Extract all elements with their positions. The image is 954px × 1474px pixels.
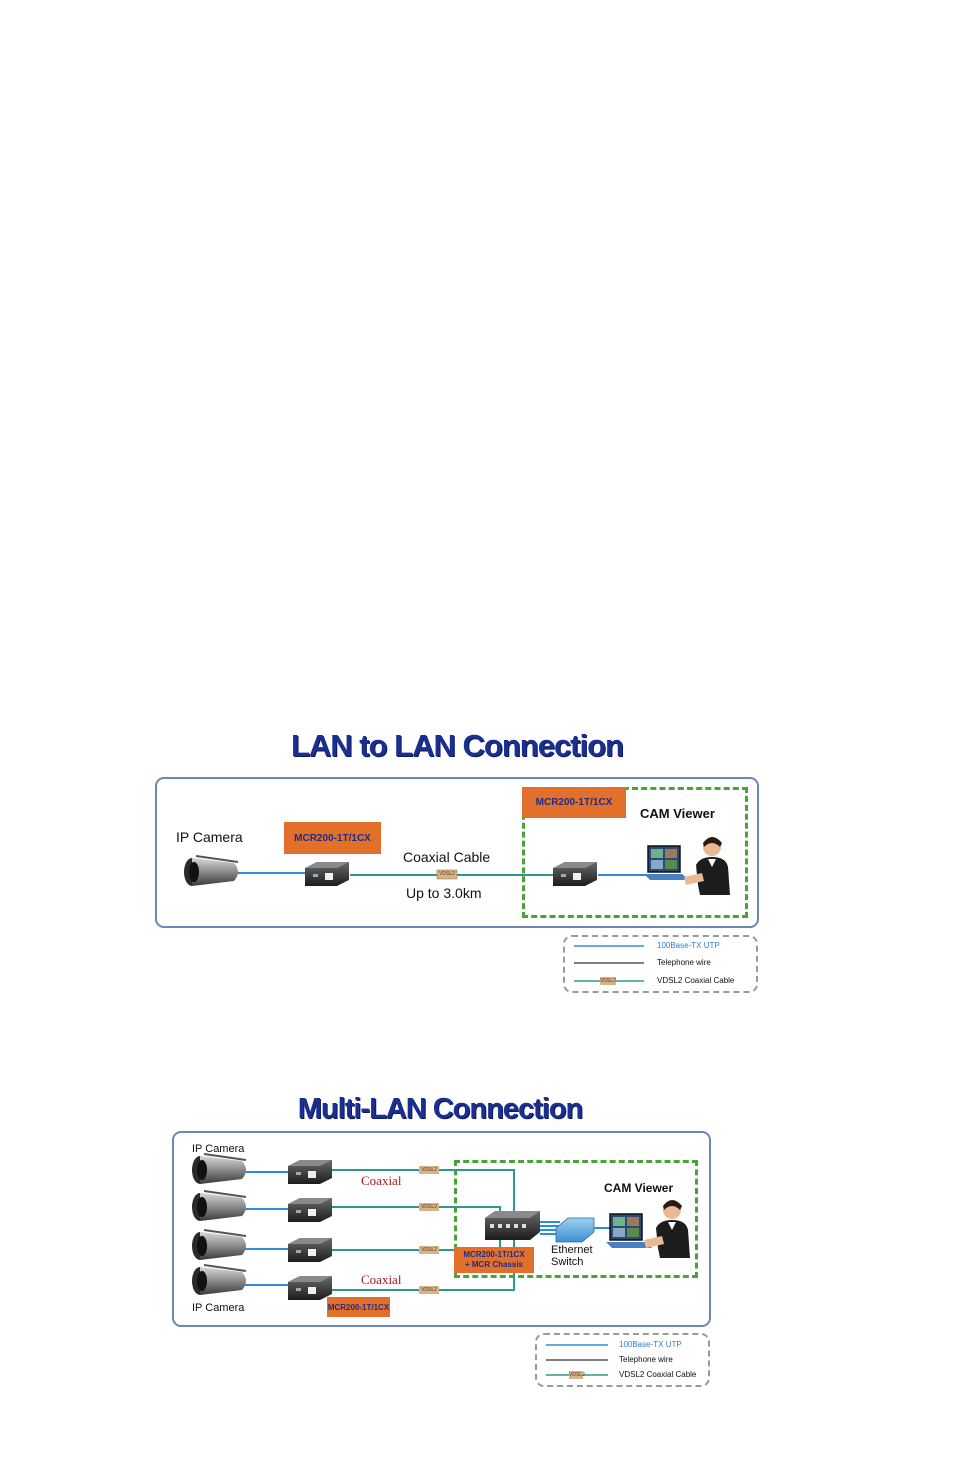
cam-viewer-label: CAM Viewer <box>640 806 715 821</box>
cam-viewer-label-2: CAM Viewer <box>604 1181 674 1195</box>
chassis-tag-line1: MCR200-1T/1CX <box>463 1250 525 1259</box>
legend2-telephone-label: Telephone wire <box>619 1355 673 1364</box>
diagram2-remote-site-box <box>454 1160 698 1278</box>
converter-tag-left: MCR200-1T/1CX <box>284 822 381 854</box>
ip-camera-label: IP Camera <box>176 829 243 845</box>
coaxial-top-label: Coaxial <box>361 1173 402 1188</box>
chassis-tag-line2: + MCR Chassis <box>464 1260 524 1269</box>
switch-label-line1: Ethernet <box>551 1244 593 1256</box>
diagram1-title: LAN to LAN Connection <box>290 728 624 763</box>
vdsl2-tag-1: VDSL2 <box>421 1167 437 1173</box>
switch-label-line2: Switch <box>551 1256 584 1268</box>
vdsl2-tag-2: VDSL2 <box>421 1204 437 1210</box>
legend2-vdsl2-label: VDSL2 Coaxial Cable <box>619 1370 697 1379</box>
coaxial-bottom-label: Coaxial <box>361 1272 402 1287</box>
diagram1-remote-site-box <box>522 787 748 918</box>
converter-tag: MCR200-1T/1CX <box>327 1297 390 1317</box>
coaxial-cable-label: Coaxial Cable <box>403 849 491 865</box>
legend-vdsl2-label: VDSL2 Coaxial Cable <box>657 976 735 985</box>
ethernet-switch-label: Ethernet Switch <box>551 1244 593 1268</box>
legend2-utp-label: 100Base-TX UTP <box>619 1340 682 1349</box>
diagram1-legend <box>563 935 758 993</box>
legend-vdsl2-tag: VDSL2 <box>600 978 616 984</box>
legend-telephone-label: Telephone wire <box>657 958 711 967</box>
legend-utp-label: 100Base-TX UTP <box>657 941 720 950</box>
converter-tag-right: MCR200-1T/1CX <box>522 787 626 818</box>
distance-label: Up to 3.0km <box>406 885 482 901</box>
chassis-tag: MCR200-1T/1CX + MCR Chassis <box>454 1247 534 1273</box>
diagram2-title: Multi-LAN Connection <box>297 1093 583 1125</box>
legend2-vdsl2-tag: VDSL2 <box>569 1372 585 1378</box>
diagram2-legend <box>535 1333 710 1387</box>
vdsl2-tag-3: VDSL2 <box>421 1247 437 1253</box>
ip-camera-top-label: IP Camera <box>192 1143 245 1155</box>
vdsl2-tag: VDSL2 <box>439 871 455 877</box>
vdsl2-tag-4: VDSL2 <box>421 1287 437 1293</box>
ip-camera-bottom-label: IP Camera <box>192 1302 245 1314</box>
